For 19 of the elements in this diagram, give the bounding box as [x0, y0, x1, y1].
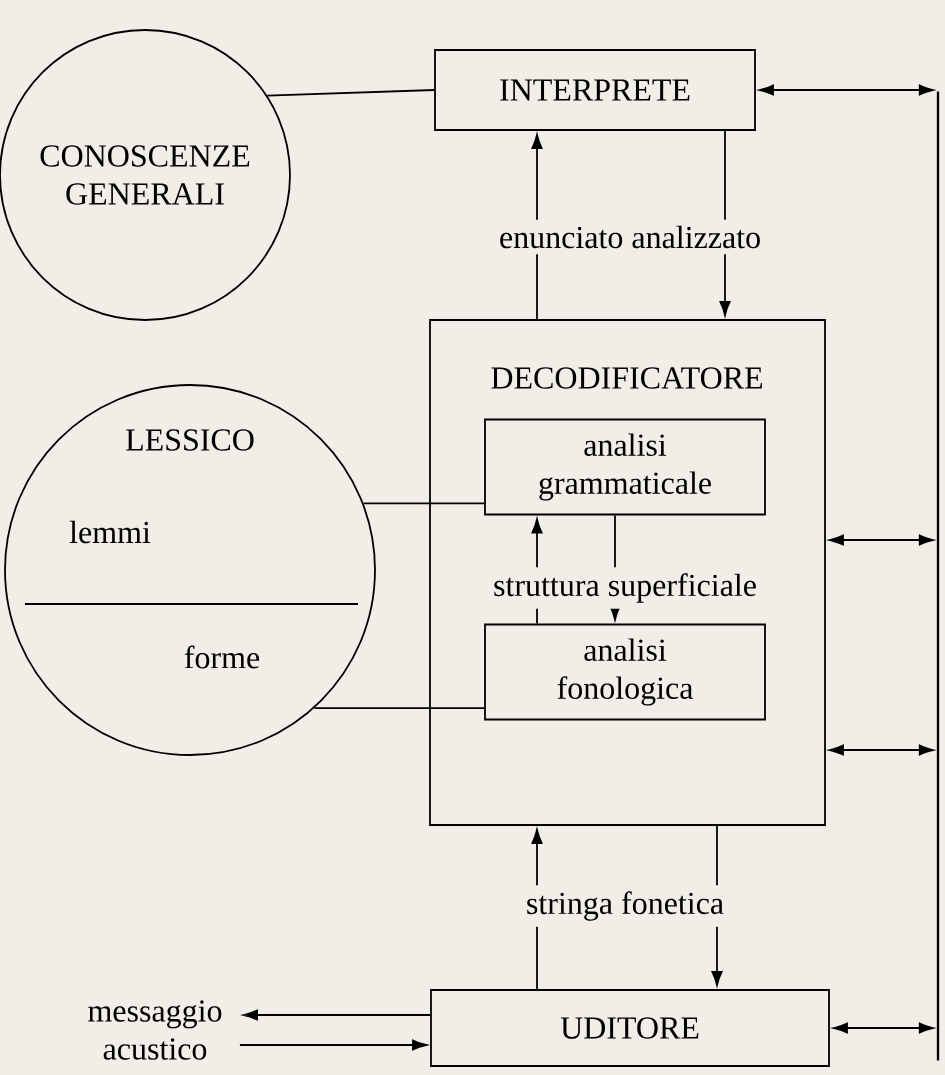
process-box: UDITORE: [430, 989, 830, 1067]
arrow: [829, 534, 934, 546]
arrow: [833, 1022, 934, 1034]
node-text: LESSICO: [126, 429, 254, 451]
arrow: [243, 1009, 431, 1021]
process-box: analisi grammaticale: [484, 418, 766, 516]
arrow: [759, 84, 934, 96]
node-text: lemmi: [69, 520, 151, 544]
process-box: INTERPRETE: [434, 49, 756, 131]
edge-label: struttura superficiale: [487, 567, 763, 609]
node-text: DECODIFICATORE: [491, 367, 762, 389]
node-text: forme: [184, 645, 260, 669]
arrow: [829, 744, 934, 756]
node-text: messaggio acustico: [88, 1000, 222, 1060]
edge-label: enunciato analizzato: [492, 219, 768, 255]
edge-label: stringa fonetica: [519, 885, 731, 927]
process-box: analisi fonologica: [484, 623, 766, 721]
vertical-line: [936, 91, 940, 1061]
arrow: [239, 1039, 427, 1051]
